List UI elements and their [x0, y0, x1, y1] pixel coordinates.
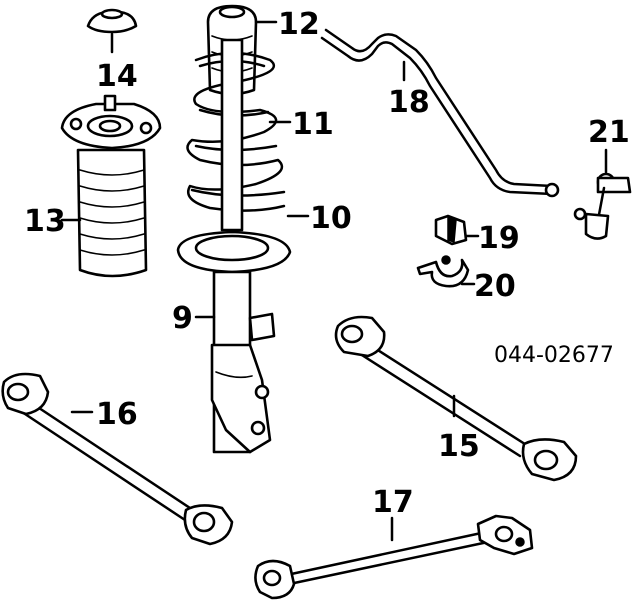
lateral-link-lower: [1, 372, 234, 546]
callout-20: 20: [474, 269, 516, 304]
callout-15: 15: [438, 429, 480, 464]
callout-19: 19: [478, 221, 520, 256]
callout-12: 12: [278, 7, 320, 42]
callout-18: 18: [388, 85, 430, 120]
diagram-reference-number: 044-02677: [494, 343, 614, 368]
callout-21: 21: [588, 115, 630, 150]
bump-stopper-cap: [86, 8, 138, 34]
bushing-bracket: [416, 255, 470, 288]
coil-spring: [186, 38, 286, 232]
callout-9: 9: [172, 301, 193, 336]
spring-seat: [176, 230, 292, 274]
stabilizer-link: [573, 172, 632, 240]
stabilizer-bushing: [434, 214, 468, 246]
callout-13: 13: [24, 204, 66, 239]
callout-11: 11: [292, 107, 334, 142]
callout-14: 14: [96, 59, 138, 94]
callout-10: 10: [310, 201, 352, 236]
callout-16: 16: [96, 397, 138, 432]
callout-17: 17: [372, 485, 414, 520]
lateral-link-upper: [334, 315, 578, 482]
stabilizer-bar: [320, 28, 560, 198]
trailing-link: [254, 514, 534, 600]
upper-mount-and-boot: [60, 94, 162, 278]
strut-body: [210, 270, 276, 454]
